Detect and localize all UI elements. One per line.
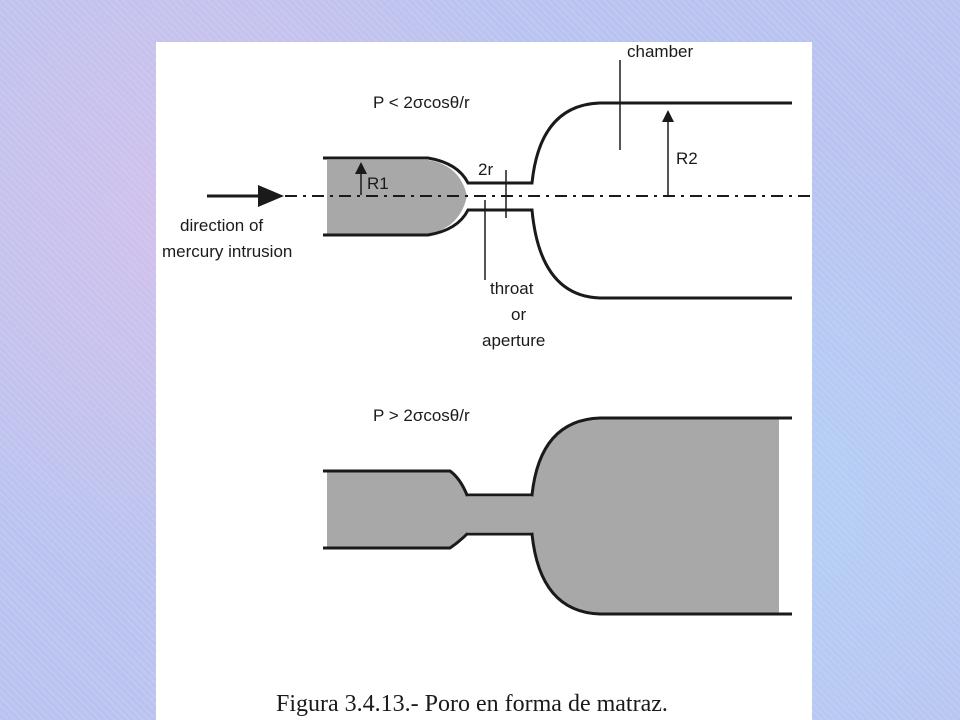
mercury-fill-bottom	[327, 418, 779, 614]
pressure-condition-high: P > 2σcosθ/r	[373, 406, 470, 425]
filled-pore-wall-lower	[323, 532, 792, 616]
throat-label-line1: throat	[490, 279, 534, 298]
r1-label: R1	[367, 174, 389, 193]
throat-label-line3: aperture	[482, 331, 545, 350]
chamber-label: chamber	[627, 42, 693, 61]
direction-label-line2: mercury intrusion	[162, 242, 292, 261]
figure-caption: Figura 3.4.13.- Poro en forma de matraz.	[276, 691, 668, 717]
throat-label-line2: or	[511, 305, 526, 324]
two-r-label: 2r	[478, 160, 493, 179]
filled-pore-wall-upper	[323, 416, 792, 497]
pore-wall-upper	[323, 101, 792, 185]
pressure-condition-low: P < 2σcosθ/r	[373, 93, 470, 112]
direction-arrow-icon	[258, 185, 284, 207]
pore-wall-lower	[323, 208, 792, 300]
r2-label: R2	[676, 149, 698, 168]
direction-label-line1: direction of	[180, 216, 263, 235]
